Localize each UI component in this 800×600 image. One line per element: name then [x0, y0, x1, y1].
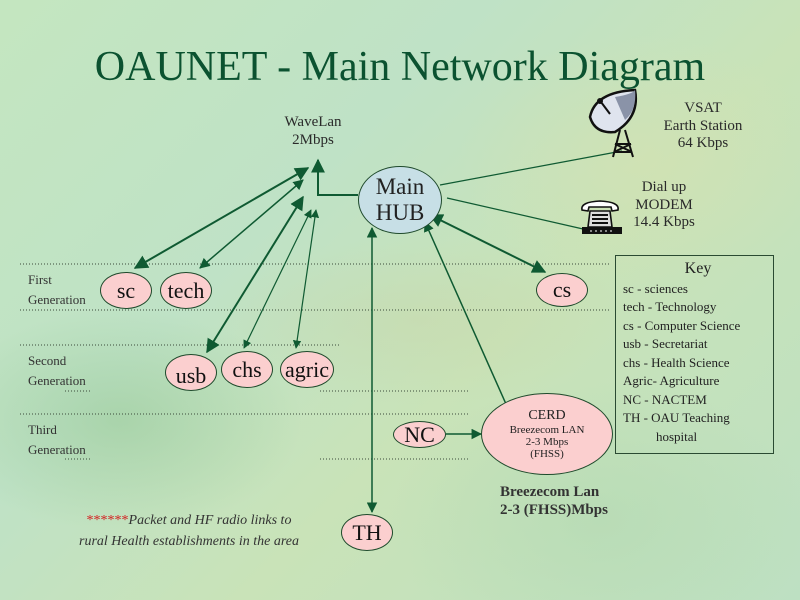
main-hub-label-2: HUB: [375, 200, 425, 225]
wavelan-name: WaveLan: [284, 114, 342, 130]
cerd-protocol: (FHSS): [530, 448, 564, 460]
vsat-type: Earth Station: [663, 117, 743, 134]
dialup-name: Dial up: [641, 179, 687, 195]
page-title: OAUNET - Main Network Diagram: [94, 44, 706, 90]
cerd-network: Breezecom LAN: [509, 424, 585, 436]
legend-key: Key sc - sciences tech - Technology cs -…: [615, 255, 774, 454]
cerd-name: CERD: [528, 408, 566, 423]
legend-item: TH - OAU Teaching: [623, 410, 730, 425]
breezecom-label: Breezecom Lan 2-3 (FHSS)Mbps: [500, 484, 608, 519]
chs-wavelan-link: [243, 209, 312, 349]
wavelan-label: WaveLan 2Mbps: [268, 114, 358, 149]
satellite-dish-icon: [588, 88, 638, 158]
gen-label-line: Generation: [28, 441, 86, 457]
vsat-label: VSAT Earth Station 64 Kbps: [650, 100, 756, 153]
node-nc[interactable]: NC: [393, 421, 446, 448]
breezecom-name: Breezecom Lan: [500, 484, 600, 500]
gen-label-line: Generation: [28, 291, 86, 307]
radio-links-note: ******Packet and HF radio links to rural…: [44, 510, 334, 552]
sc-wavelan-link: [133, 167, 310, 269]
legend-item: usb - Secretariat: [623, 336, 708, 351]
gen-label-line: Generation: [28, 372, 86, 388]
node-cerd[interactable]: CERD Breezecom LAN 2-3 Mbps (FHSS): [481, 393, 613, 475]
note-line-1: Packet and HF radio links to: [128, 513, 292, 528]
node-th[interactable]: TH: [341, 514, 393, 551]
legend-item: NC - NACTEM: [623, 391, 707, 407]
breezecom-speed: 2-3 (FHSS)Mbps: [500, 501, 608, 518]
gen-label-line: Second: [28, 353, 67, 368]
note-stars: ******: [86, 513, 129, 528]
node-tech[interactable]: tech: [160, 272, 212, 309]
legend-item: Agric- Agriculture: [623, 373, 720, 388]
note-line-2: rural Health establishments in the area: [79, 534, 299, 549]
legend-item: cs - Computer Science: [623, 317, 741, 333]
second-generation-label: Second Generation: [28, 351, 86, 390]
node-cs[interactable]: cs: [536, 273, 588, 307]
dialup-type: MODEM: [635, 196, 693, 213]
agric-wavelan-link: [292, 209, 320, 349]
gen-label-line: Third: [28, 422, 57, 437]
wavelan-speed: 2Mbps: [292, 131, 334, 148]
gen-label-line: First: [28, 272, 52, 287]
node-agric[interactable]: agric: [280, 351, 334, 388]
cerd-hub-link: [424, 221, 507, 405]
telephone-modem-icon: [581, 200, 622, 234]
node-sc[interactable]: sc: [100, 272, 152, 309]
first-generation-label: First Generation: [28, 270, 86, 309]
dialup-label: Dial up MODEM 14.4 Kbps: [622, 179, 706, 232]
legend-item: sc - sciences: [623, 280, 688, 296]
dialup-speed: 14.4 Kbps: [633, 214, 695, 231]
tech-wavelan-link: [199, 179, 304, 269]
cerd-speed: 2-3 Mbps: [525, 436, 569, 448]
legend-item: chs - Health Science: [623, 354, 730, 370]
main-hub-label-1: Main: [375, 174, 425, 200]
hub-vsat-link: [439, 150, 623, 186]
legend-item: hospital: [656, 428, 698, 444]
third-generation-label: Third Generation: [28, 420, 86, 459]
hub-to-wavelan-link: [311, 158, 358, 196]
vsat-name: VSAT: [684, 100, 722, 116]
main-hub-node[interactable]: Main HUB: [358, 166, 442, 234]
legend-heading: Key: [684, 260, 712, 277]
hub-cs-link: [428, 214, 547, 273]
vsat-speed: 64 Kbps: [677, 135, 729, 152]
legend-item: tech - Technology: [623, 299, 717, 314]
node-usb[interactable]: usb: [165, 354, 217, 391]
node-chs[interactable]: chs: [221, 351, 273, 388]
hub-modem-link: [446, 197, 584, 230]
